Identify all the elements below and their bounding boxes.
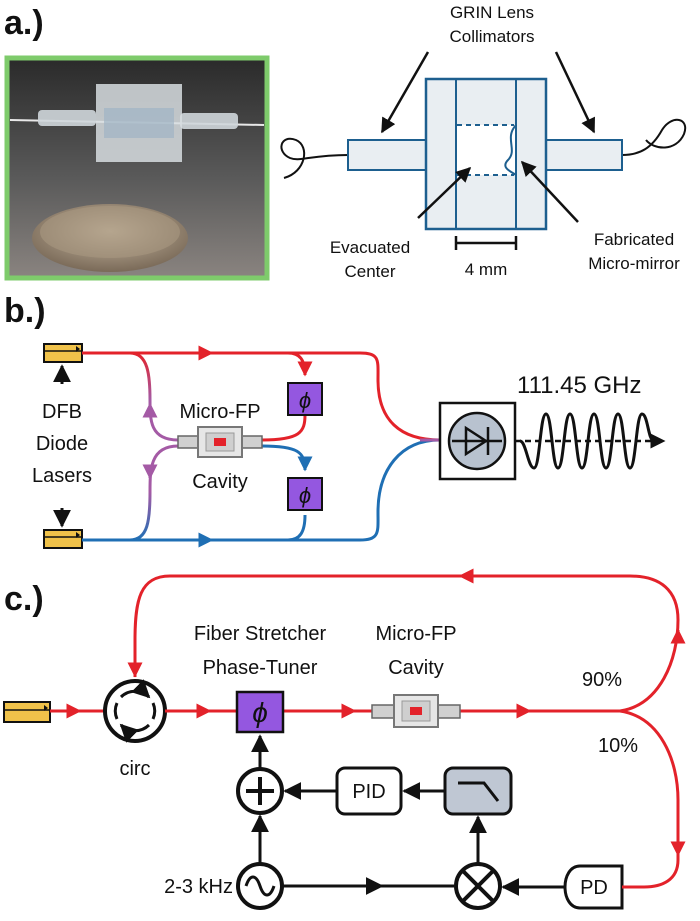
frequency-label: 111.45 GHz xyxy=(517,372,642,399)
mixer-icon xyxy=(454,862,502,910)
circulator-icon xyxy=(103,679,167,743)
phase-symbol: ϕ xyxy=(252,697,268,728)
phase-shifter-icon: ϕ xyxy=(287,477,323,511)
micro-fp-cavity-icon xyxy=(371,694,461,728)
evacuated-label-line1: Evacuated xyxy=(330,238,410,257)
cavity-c-label-line1: Micro-FP xyxy=(375,623,456,645)
pid-block: PID xyxy=(335,766,403,816)
blue-fiber-bottom xyxy=(82,438,441,542)
red-fiber-tap xyxy=(619,709,680,889)
pd-block: PD xyxy=(563,864,624,910)
cavity-b-label-line1: Micro-FP xyxy=(179,401,260,423)
photodiode-icon xyxy=(438,401,517,481)
panel-c: c.) circ 90% xyxy=(3,568,686,910)
split-10-label: 10% xyxy=(598,735,638,757)
laser-icon xyxy=(3,701,51,723)
mirror-label-line2: Micro-mirror xyxy=(588,254,680,273)
fiber-right xyxy=(621,119,687,156)
collimator-right xyxy=(545,139,623,171)
purple-left-loop xyxy=(148,399,179,442)
lasers-label-line1: DFB xyxy=(42,401,82,423)
grin-label-line1: GRIN Lens xyxy=(450,3,534,22)
panel-c-label: c.) xyxy=(4,580,44,618)
oscillator-icon xyxy=(236,862,284,910)
collimator-left xyxy=(347,139,427,171)
circ-label: circ xyxy=(119,758,150,780)
lasers-label-line3: Lasers xyxy=(32,465,92,487)
summer-icon xyxy=(236,767,284,815)
waveform-icon xyxy=(515,412,666,470)
mirror-label-line1: Fabricated xyxy=(594,230,674,249)
panel-a: a.) G xyxy=(4,3,687,281)
micro-fp-cavity-icon xyxy=(177,426,263,458)
laser-icon xyxy=(43,529,83,549)
stretcher-label-line1: Fiber Stretcher xyxy=(194,623,327,645)
phase-shifter-icon: ϕ xyxy=(287,382,323,416)
evacuated-label-line2: Center xyxy=(344,262,395,281)
pid-label: PID xyxy=(352,781,385,803)
grin-label-line2: Collimators xyxy=(449,27,534,46)
osc-freq-label: 2-3 kHz xyxy=(164,876,233,898)
device-photo xyxy=(4,55,270,281)
micro-mirror xyxy=(504,124,517,176)
cavity-c-label-line2: Cavity xyxy=(388,657,444,679)
laser-icon xyxy=(43,343,83,363)
panel-a-label: a.) xyxy=(4,4,44,42)
split-90-label: 90% xyxy=(582,669,622,691)
pd-label: PD xyxy=(580,877,608,899)
stretcher-label-line2: Phase-Tuner xyxy=(203,657,318,679)
panel-b-label: b.) xyxy=(4,292,46,330)
cavity-b-label-line2: Cavity xyxy=(192,471,248,493)
phase-symbol: ϕ xyxy=(299,483,311,508)
lasers-label-line2: Diode xyxy=(36,433,88,455)
device-schematic: GRIN Lens Collimators Evacuated Center F… xyxy=(280,3,687,281)
scale-label: 4 mm xyxy=(465,260,508,279)
fiber-left xyxy=(280,137,349,179)
red-fiber-top xyxy=(82,351,441,442)
phase-symbol: ϕ xyxy=(299,388,311,413)
panel-b: b.) DFB Diode Lasers xyxy=(4,292,666,549)
lowpass-filter-icon xyxy=(443,766,513,816)
red-fiber-loop xyxy=(133,574,680,713)
scale-bar: 4 mm xyxy=(454,236,518,279)
fiber-stretcher-icon: ϕ xyxy=(235,690,285,734)
